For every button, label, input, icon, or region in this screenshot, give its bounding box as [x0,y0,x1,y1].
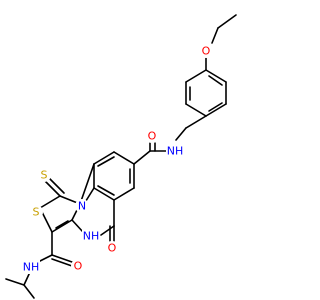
bond [113,187,135,201]
atom-o-amide-top: O [145,129,159,143]
atom-labels: O NH O S S N NH O [22,44,213,274]
atom-o-amide-bottom: O [71,259,85,273]
bond [100,225,115,236]
bond [71,219,84,233]
bond [47,176,65,194]
atom-label: S [41,169,48,182]
atom-label: O [74,260,83,273]
bond [23,271,31,286]
atom-n-amide-top: NH [166,144,184,158]
bond [55,220,69,229]
bond [185,103,207,117]
bond [133,150,151,165]
bond [39,195,61,209]
bond [51,219,73,233]
atom-label: S [33,206,40,219]
bond [23,284,35,299]
bond [208,102,223,112]
bond [79,163,95,205]
bond [51,258,73,267]
atom-s-ring: S [29,205,43,219]
bond [185,115,207,129]
bond [51,254,73,263]
bond [97,156,115,167]
bond [113,151,135,165]
atom-label: N [78,200,86,213]
molecule-structure: O NH O S S N NH O [5,14,237,299]
bond [211,27,219,44]
atom-label: O [202,45,211,58]
bond [5,278,25,286]
bond [208,75,223,86]
atom-label: O [108,242,117,255]
atom-label: O [148,130,157,143]
bond [205,103,227,117]
bonds [5,14,237,299]
atom-n-amide-bottom: NH [22,260,40,274]
atom-o-lactam: O [105,241,119,255]
bond [93,187,115,201]
bond [185,69,207,83]
bond [37,254,53,263]
bond [43,179,61,197]
bond [217,14,237,29]
atom-s-thione: S [37,168,51,182]
bond [93,151,115,165]
atom-n-ring: N [75,199,89,213]
atom-label: NH [167,145,184,158]
atom-label: NH [23,261,40,274]
bond [205,69,227,83]
atom-label: NH [83,230,100,243]
bond [175,127,187,141]
bond [97,185,115,196]
atom-nh-ring: NH [82,229,100,243]
atom-o-ether: O [199,44,213,58]
